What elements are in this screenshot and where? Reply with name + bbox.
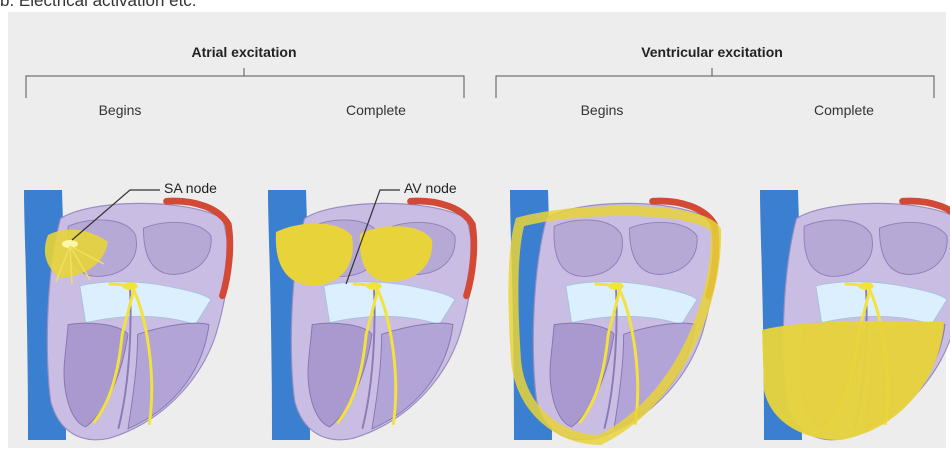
heart-ventricular-complete: [760, 190, 950, 440]
heart-ventricular-begins: [510, 190, 716, 440]
heart-atrial-complete: [268, 190, 474, 440]
heart-atrial-begins: [24, 190, 230, 440]
